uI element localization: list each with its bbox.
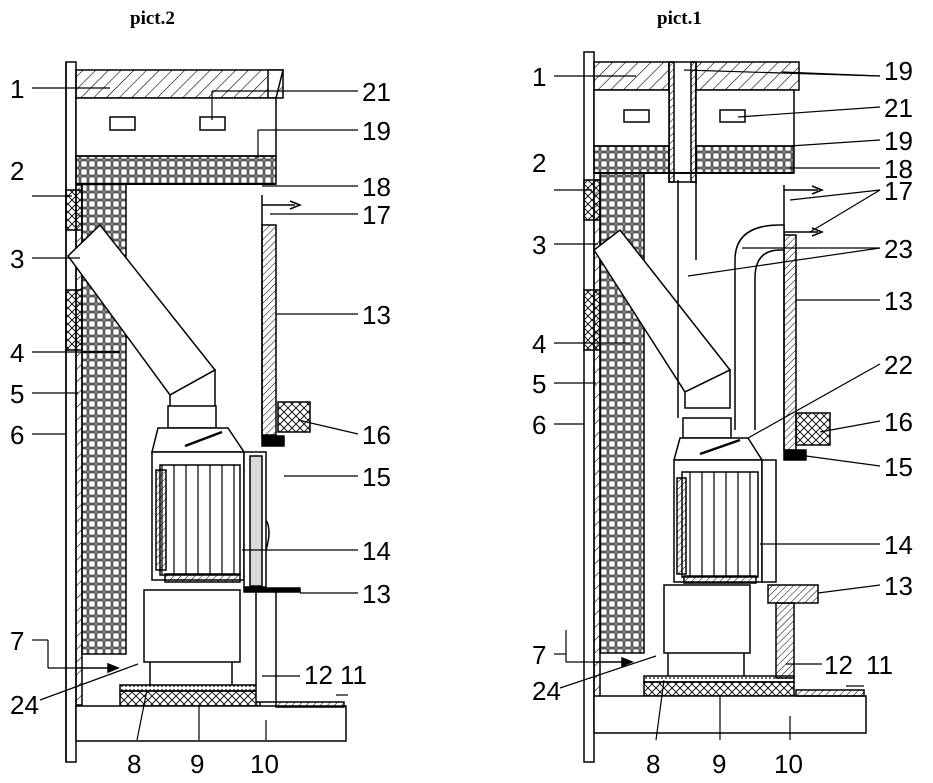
pict2-ceiling-slab [75,69,284,99]
label-11: 11 [866,650,893,680]
pict1-labels: 1 2 3 4 5 6 7 24 8 9 10 11 12 13 14 15 1… [532,56,913,779]
pict2-support-column [255,591,277,703]
label-10: 10 [250,749,279,779]
label-19: 19 [884,56,913,86]
pict1-slab [593,695,867,734]
pict1-insulation-top-a [593,145,670,174]
label-17: 17 [884,176,913,206]
label-19: 19 [884,126,913,156]
pict2-lintel [261,435,285,447]
pict1-ceiling-slab-b [695,61,800,91]
pict2-cladding-right [261,224,277,436]
label-14: 14 [362,536,391,566]
label-2: 2 [10,156,24,186]
pict2-wall-line [65,61,77,763]
pict2-gravel-layer [119,690,261,707]
pict2-drawing [65,61,347,763]
label-12: 12 [824,650,853,680]
pict2-feet-bar [119,684,261,692]
label-13: 13 [884,571,913,601]
pict1-insulation-top-b [695,145,795,174]
pict2-wall-insulation-block-a [65,189,83,231]
pict2-vent-grille-a [109,116,136,131]
label-16: 16 [362,420,391,450]
pict2-air-box [143,589,241,663]
label-18: 18 [362,172,391,202]
label-12: 12 [304,660,333,690]
pict1-door-frame [761,459,777,583]
label-24: 24 [532,676,561,706]
label-11: 11 [340,660,367,690]
label-3: 3 [10,244,24,274]
label-4: 4 [10,338,24,368]
label-13: 13 [884,286,913,316]
pict1-wall-plaster [593,179,601,711]
label-17: 17 [362,200,391,230]
pict1-air-duct [734,224,785,430]
label-15: 15 [884,452,913,482]
label-2: 2 [532,148,546,178]
label-15: 15 [362,462,391,492]
pict1-shelf-block [767,584,819,604]
label-6: 6 [10,420,24,450]
pict2-wall-insulation-block-b [65,289,83,351]
label-14: 14 [884,530,913,560]
label-1: 1 [532,62,546,92]
label-22: 22 [884,350,913,380]
label-7: 7 [10,626,24,656]
label-10: 10 [774,749,803,779]
label-19: 19 [362,116,391,146]
leader-lines [32,69,881,741]
label-8: 8 [127,749,141,779]
figure-title-pict2: pict.2 [130,8,175,29]
pict1-cladding-right [783,234,797,451]
label-6: 6 [532,410,546,440]
label-5: 5 [10,379,24,409]
label-1: 1 [10,74,24,104]
label-9: 9 [712,749,726,779]
label-23: 23 [884,234,913,264]
pict2-labels: 1 2 3 4 5 6 7 24 8 9 10 11 12 13 14 15 1… [10,74,391,779]
label-16: 16 [884,407,913,437]
pict1-drawing [583,51,867,763]
pict2-vent-16 [277,401,311,433]
label-18: 18 [884,154,913,184]
label-13: 13 [362,300,391,330]
label-3: 3 [532,230,546,260]
label-5: 5 [532,369,546,399]
label-8: 8 [646,749,660,779]
label-13: 13 [362,579,391,609]
pict1-vent-16 [795,412,831,446]
label-21: 21 [884,93,913,123]
pict2-slab [75,705,347,742]
pict1-wall-line [583,51,595,763]
pict2-hood-box [75,97,277,157]
label-21: 21 [362,77,391,107]
label-4: 4 [532,329,546,359]
label-9: 9 [190,749,204,779]
label-7: 7 [532,640,546,670]
label-24: 24 [10,690,39,720]
pict2-insulation-top [75,155,277,185]
pict1-air-box [663,584,751,654]
figure-title-pict1: pict.1 [657,8,702,29]
